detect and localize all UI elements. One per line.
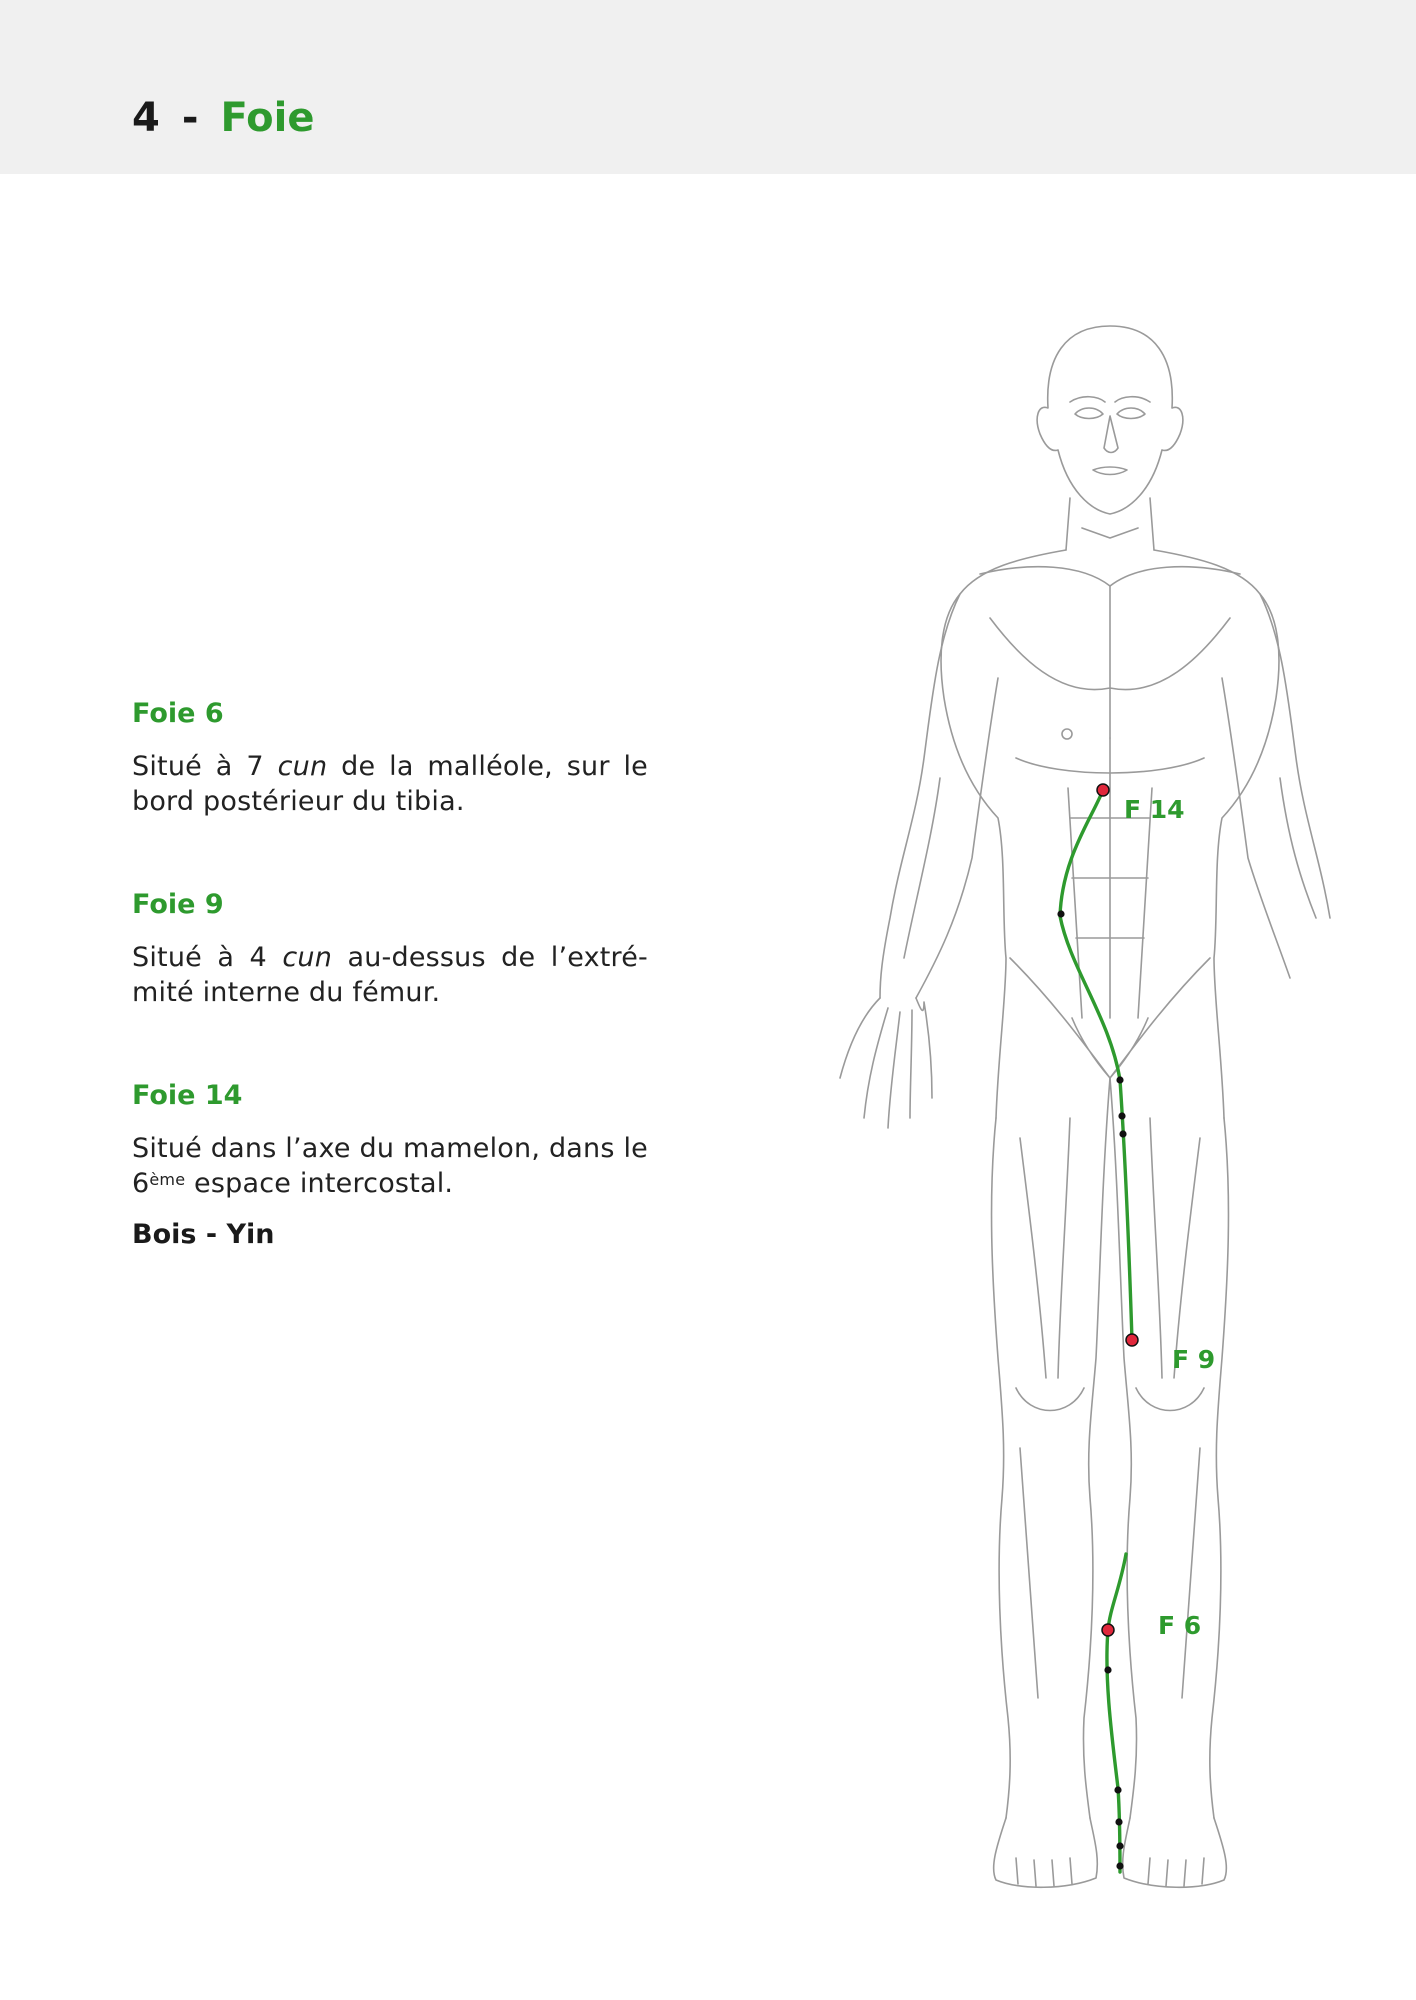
- text-part: Situé dans l’axe du mamelon, dans le 6: [132, 1133, 648, 1199]
- section-title-foie-14: Foie 14: [132, 1080, 243, 1111]
- point-f10: [1119, 1130, 1127, 1138]
- text-part: Situé à 4: [132, 942, 283, 973]
- chapter-separator: -: [181, 95, 199, 141]
- point-f13: [1057, 910, 1065, 918]
- text-part: au-dessus de l’extré-mité interne du fém…: [132, 942, 649, 1008]
- foot-left: [992, 1817, 1099, 1889]
- point-f11: [1118, 1112, 1126, 1120]
- shin-lines: [1019, 1447, 1201, 1699]
- arm-left: [879, 593, 999, 999]
- point-f1: [1116, 1862, 1124, 1870]
- liver-meridian: [1058, 788, 1134, 1874]
- foot-right: [1121, 1817, 1228, 1889]
- label-f6: F 6: [1158, 1611, 1201, 1640]
- knees: [1015, 1387, 1205, 1412]
- point-f12: [1116, 1076, 1124, 1084]
- point-f2: [1116, 1842, 1124, 1850]
- brow: [1069, 395, 1151, 403]
- torso-right: [1153, 549, 1280, 1119]
- head-outline: [1036, 325, 1184, 515]
- leg-right-outer: [1209, 1117, 1230, 1819]
- text-part: Situé à 7: [132, 751, 278, 782]
- torso-left: [940, 549, 1067, 1119]
- chapter-number: 4: [132, 95, 160, 141]
- meridian-upper-line: [1058, 788, 1134, 1342]
- leg-right-inner: [1109, 1077, 1138, 1819]
- point-f6: [1101, 1623, 1115, 1637]
- leg-left-outer: [990, 1117, 1011, 1819]
- point-f3: [1115, 1818, 1123, 1826]
- arm-right: [1221, 593, 1331, 979]
- chapter-heading: 4-Foie: [132, 88, 314, 148]
- hand-left: [839, 997, 933, 1129]
- text-part: espace intercostal.: [185, 1168, 454, 1199]
- section-text-foie-6: Situé à 7 cun de la malléole, sur le bor…: [132, 749, 648, 819]
- point-f5: [1104, 1666, 1112, 1674]
- clavicles: [979, 565, 1241, 587]
- mouth: [1092, 466, 1128, 476]
- pectorals: [989, 585, 1231, 739]
- label-f14: F 14: [1124, 795, 1185, 824]
- element-label: Bois - Yin: [132, 1219, 275, 1250]
- meridian-lower-line: [1105, 1552, 1128, 1874]
- section-title-foie-9: Foie 9: [132, 889, 224, 920]
- forearm-lines: [903, 777, 1317, 959]
- point-labels: F 14 F 9 F 6: [1124, 795, 1215, 1640]
- point-f9: [1125, 1333, 1139, 1347]
- anatomy-svg: F 14 F 9 F 6: [839, 325, 1331, 1889]
- ribs-abdomen: [1015, 737, 1205, 1019]
- text-emphasis: cun: [277, 751, 328, 782]
- text-emphasis: cun: [282, 942, 333, 973]
- point-f4: [1114, 1786, 1122, 1794]
- nose: [1103, 415, 1119, 454]
- label-f9: F 9: [1172, 1345, 1215, 1374]
- point-f14: [1096, 783, 1110, 797]
- neck: [1065, 497, 1155, 551]
- text-superscript: ème: [149, 1170, 186, 1189]
- chapter-header: 4-Foie: [0, 0, 1416, 174]
- body-outline: [839, 325, 1331, 1889]
- anatomy-figure: F 14 F 9 F 6: [820, 318, 1416, 1898]
- eye-right: [1116, 407, 1146, 420]
- acupoints: [1057, 783, 1139, 1870]
- thigh-muscles: [1019, 1117, 1201, 1379]
- text-part: de la malléole, sur le bord postérieur d…: [132, 751, 648, 817]
- leg-left-inner: [1082, 1077, 1111, 1819]
- chapter-title: Foie: [220, 95, 315, 141]
- section-text-foie-9: Situé à 4 cun au-dessus de l’extré-mité …: [132, 940, 648, 1010]
- nipple: [1061, 728, 1073, 740]
- section-title-foie-6: Foie 6: [132, 698, 224, 729]
- eye-left: [1074, 407, 1104, 420]
- section-text-foie-14: Situé dans l’axe du mamelon, dans le 6èm…: [132, 1131, 648, 1201]
